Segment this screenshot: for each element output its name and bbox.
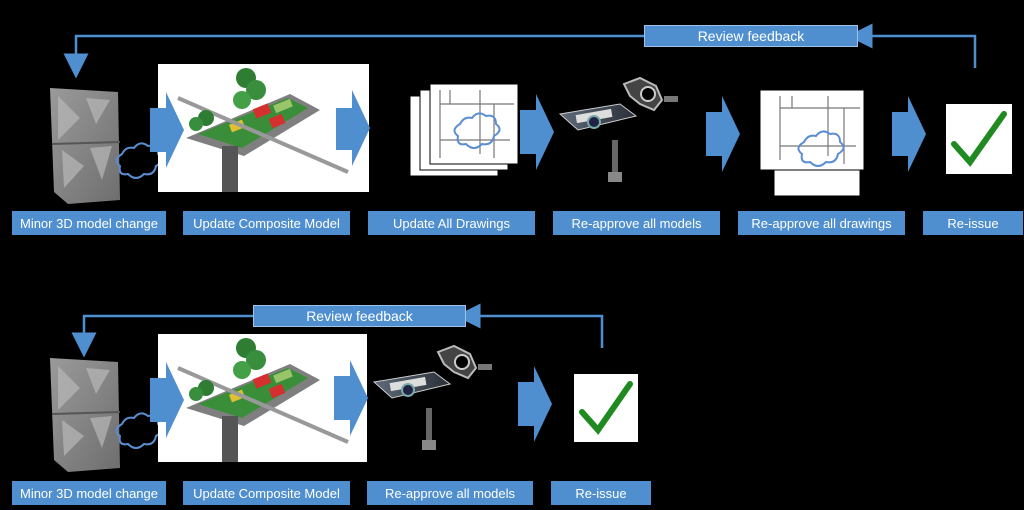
step-label: Re-approve all drawings (738, 211, 905, 235)
checkmark-icon (946, 104, 1012, 174)
checkmark-icon (574, 374, 638, 442)
step-label: Update All Drawings (368, 211, 535, 235)
step-label: Minor 3D model change (12, 211, 166, 235)
step-label: Update Composite Model (183, 211, 350, 235)
step-label: Minor 3D model change (12, 481, 166, 505)
review-feedback-label: Review feedback (644, 25, 858, 47)
step-label: Update Composite Model (183, 481, 350, 505)
flow-arrows-row-1 (150, 90, 926, 172)
review-feedback-label: Review feedback (253, 305, 466, 327)
step-label: Re-issue (551, 481, 651, 505)
facade-model-icon (50, 358, 163, 472)
flow-arrows-row-2 (150, 360, 552, 442)
drawings-stack-icon (409, 83, 519, 177)
drawings-stack-icon (759, 89, 865, 197)
feedback-loop-row-2 (71, 303, 604, 358)
step-label: Re-approve all models (367, 481, 533, 505)
composite-model-icon (158, 64, 369, 192)
step-label: Re-approve all models (553, 211, 720, 235)
model-parts-icon (372, 344, 492, 450)
model-parts-icon (558, 76, 678, 182)
step-label: Re-issue (923, 211, 1023, 235)
feedback-loop-row-1 (63, 23, 977, 79)
composite-model-icon (158, 334, 367, 462)
facade-model-icon (50, 88, 163, 204)
